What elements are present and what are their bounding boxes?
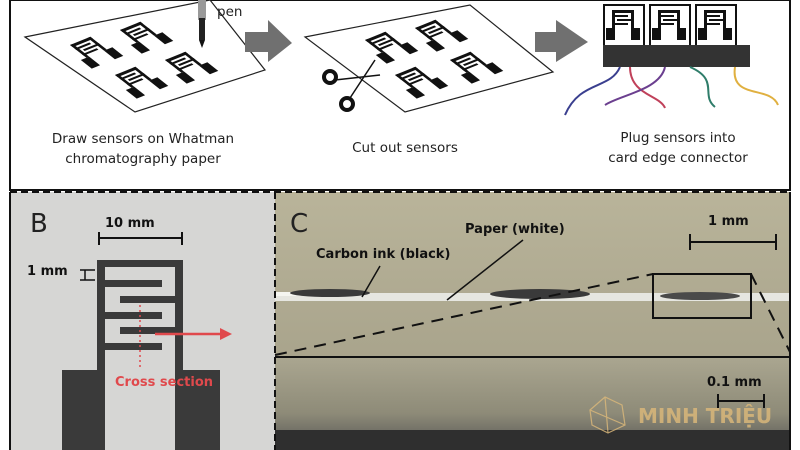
scale-0.1mm-label: 0.1 mm [707, 375, 762, 390]
pen-icon [198, 0, 206, 48]
cross-section-photo [275, 289, 790, 450]
panel-a: pen Draw sensors on Whatman chromatograp… [9, 0, 791, 191]
panel-c-letter: C [290, 209, 308, 239]
watermark-text: MINH TRIỆU [638, 404, 772, 428]
scale-1mm-label-c: 1 mm [708, 214, 749, 229]
cross-section-label: Cross section [115, 375, 213, 390]
scissors-icon [322, 59, 381, 112]
paper-pointer [446, 239, 524, 301]
step2-caption: Cut out sensors [352, 140, 458, 156]
zoom-line [274, 273, 654, 356]
arrow-right-icon [245, 20, 292, 62]
step1-caption-line1: Draw sensors on Whatman [52, 131, 234, 147]
arrow-right-icon [535, 20, 588, 62]
step1-caption-line2: chromatography paper [65, 151, 221, 167]
scale-1mm-label: 1 mm [27, 264, 68, 279]
carbon-ink-pointer [361, 265, 381, 298]
arrow-right-icon [155, 328, 232, 340]
carbon-ink-label: Carbon ink (black) [316, 247, 450, 262]
paper-label: Paper (white) [465, 222, 565, 237]
scale-bar-1mm [80, 269, 95, 281]
scale-bar-10mm [98, 232, 183, 245]
zoom-box [652, 273, 752, 319]
card-edge-connector-drawing [564, 4, 779, 116]
panel-b-letter: B [30, 209, 48, 239]
step3-caption-line2: card edge connector [608, 150, 748, 166]
scale-bar-0.1mm [717, 394, 765, 408]
panel-b: B 10 mm 1 mm Cross section [10, 192, 275, 450]
pen-label: pen [217, 4, 242, 20]
zoom-line [750, 273, 791, 353]
watermark-logo-icon [589, 396, 626, 434]
scale-10mm-label: 10 mm [105, 216, 155, 231]
cut-sheet-drawing [303, 4, 555, 113]
panel-c: C Carbon ink (black) Paper (white) 1 mm … [274, 192, 791, 450]
sensor-photo [62, 260, 220, 450]
step3-caption-line1: Plug sensors into [620, 130, 735, 146]
scale-bar-1mm-c [689, 234, 777, 250]
